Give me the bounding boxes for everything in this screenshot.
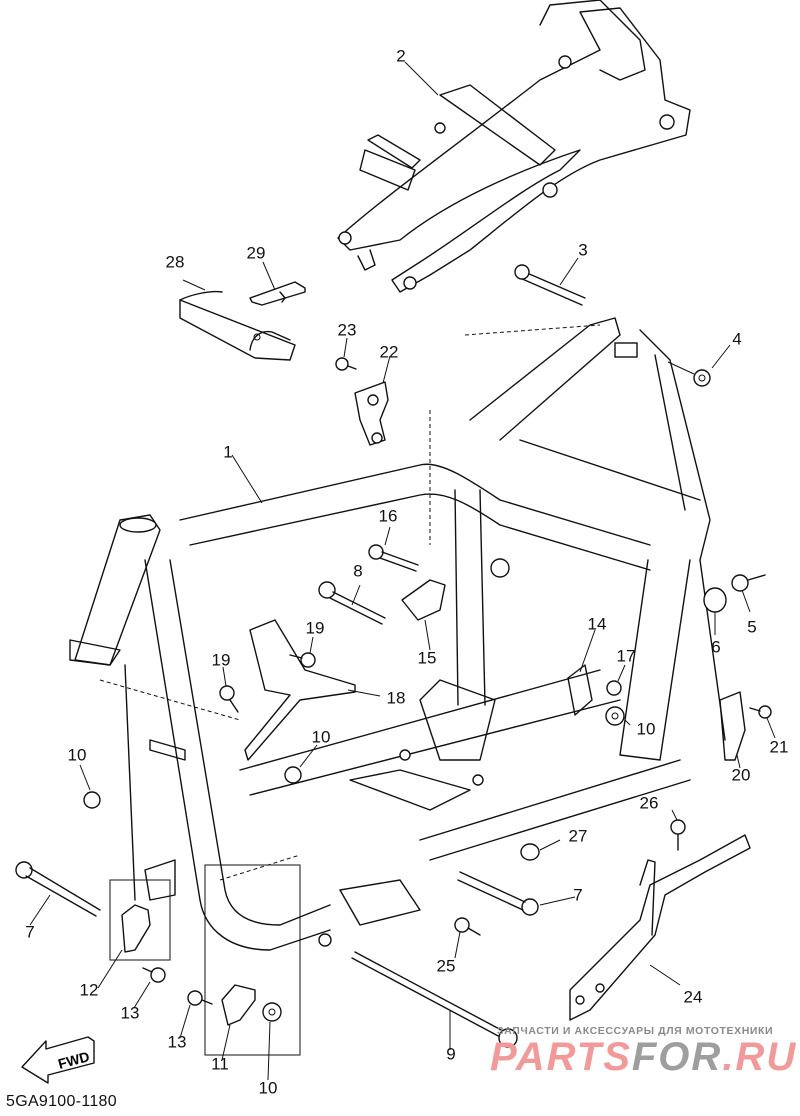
callout-14: 14 — [587, 614, 607, 634]
callout-13-a: 13 — [120, 1003, 140, 1023]
callout-23: 23 — [337, 320, 357, 340]
callout-19-a: 19 — [305, 618, 325, 638]
callout-15: 15 — [417, 648, 437, 668]
callout-13-b: 13 — [167, 1032, 187, 1052]
seat-plate-part — [179, 290, 296, 361]
clip-part — [249, 281, 306, 306]
callout-7-right: 7 — [573, 885, 583, 905]
callout-12: 12 — [79, 980, 99, 1000]
callout-28: 28 — [165, 252, 185, 272]
callout-10-a: 10 — [67, 745, 87, 765]
callout-10-d: 10 — [258, 1078, 278, 1098]
callout-7-left: 7 — [25, 922, 35, 942]
callout-16: 16 — [378, 506, 398, 526]
callout-17: 17 — [616, 646, 636, 666]
callout-11: 11 — [211, 1054, 229, 1074]
callout-1: 1 — [223, 442, 233, 462]
callout-8: 8 — [353, 561, 363, 581]
watermark-tagline: ЗАПЧАСТИ И АКСЕССУАРЫ ДЛЯ МОТОТЕХНИКИ — [497, 1025, 774, 1037]
watermark-brand: PARTSFOR.RU — [490, 1037, 797, 1077]
callout-2: 2 — [396, 46, 406, 66]
callout-3: 3 — [578, 240, 588, 260]
callout-5: 5 — [747, 617, 757, 637]
callout-19-b: 19 — [211, 650, 231, 670]
fasteners — [15, 61, 776, 1081]
callout-4: 4 — [732, 329, 742, 349]
callout-20: 20 — [731, 765, 751, 785]
callout-22: 22 — [379, 342, 399, 362]
watermark-brand-parts: PARTS — [490, 1035, 632, 1079]
callout-26: 26 — [639, 793, 659, 813]
callout-10-b: 10 — [311, 727, 331, 747]
watermark-brand-for: FOR — [631, 1035, 723, 1079]
callout-25: 25 — [436, 956, 456, 976]
callout-27: 27 — [568, 826, 588, 846]
callout-6: 6 — [711, 637, 721, 657]
callout-21: 21 — [769, 737, 789, 757]
watermark-brand-ru: .RU — [722, 1035, 798, 1079]
callout-10-c: 10 — [636, 719, 656, 739]
callout-9: 9 — [446, 1044, 456, 1064]
forward-direction-arrow-icon: FWD — [21, 1036, 95, 1084]
fwd-label: FWD — [56, 1048, 91, 1072]
diagram-code: 5GA9100-1180 — [6, 1093, 117, 1110]
rear-frame-part — [337, 0, 691, 293]
main-frame-part — [69, 317, 726, 951]
callout-24: 24 — [683, 987, 703, 1007]
callout-29: 29 — [246, 243, 266, 263]
callout-18: 18 — [386, 688, 406, 708]
